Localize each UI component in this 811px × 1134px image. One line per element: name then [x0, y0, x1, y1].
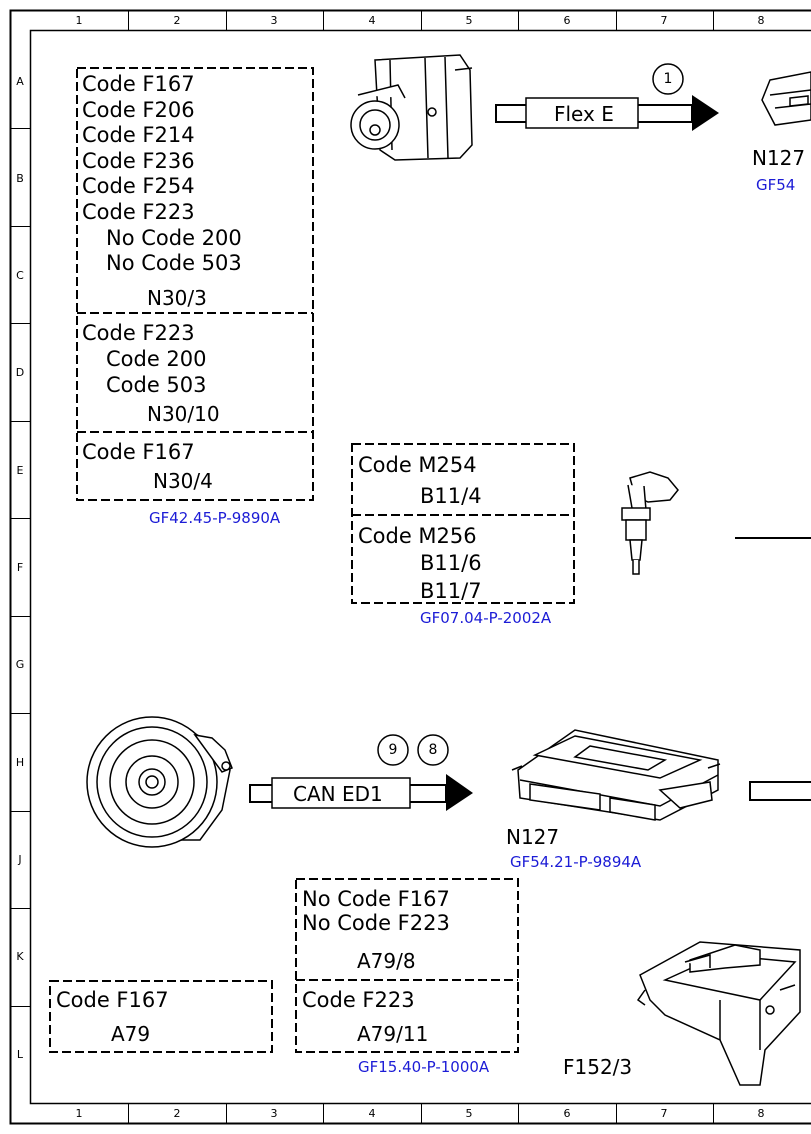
reference-link-b11[interactable]: GF07.04-P-2002A	[420, 609, 552, 627]
flex-e-arrow	[495, 63, 719, 131]
hydraulic-unit-illustration	[350, 54, 473, 161]
column-label: 1	[75, 1107, 83, 1120]
row-label: K	[16, 950, 24, 963]
column-label: 4	[368, 1107, 376, 1120]
box-b11-group	[351, 443, 575, 604]
column-label: 3	[270, 1107, 278, 1120]
code-label: Code 200	[106, 347, 207, 371]
column-label: 7	[660, 14, 668, 27]
code-label: No Code 503	[106, 251, 242, 275]
row-label: B	[16, 172, 24, 185]
row-label: H	[15, 756, 25, 769]
column-label: 8	[757, 1107, 765, 1120]
row-label: G	[15, 658, 25, 671]
inner-frame	[29, 29, 811, 1105]
left-row-ticks	[10, 128, 30, 1007]
column-label: 2	[173, 1107, 181, 1120]
component-label-f152-3: F152/3	[563, 1055, 633, 1079]
reference-link-n127[interactable]: GF54.21-P-9894A	[510, 853, 642, 871]
can-ed1-arrow	[249, 734, 473, 811]
code-label: Code F167	[82, 440, 195, 464]
column-label: 5	[465, 1107, 473, 1120]
reference-link-a79[interactable]: GF15.40-P-1000A	[358, 1058, 490, 1076]
column-label: 1	[75, 14, 83, 27]
connector-badge: 9	[388, 742, 398, 758]
reference-link-n30[interactable]: GF42.45-P-9890A	[149, 509, 281, 527]
column-label: 2	[173, 14, 181, 27]
flex-e-bus-label: Flex E	[554, 102, 614, 126]
fuse-box-illustration	[636, 941, 801, 1086]
box-n30-group	[76, 67, 314, 501]
column-label: 3	[270, 14, 278, 27]
code-label: Code F223	[82, 200, 195, 224]
component-label-n30-10: N30/10	[147, 402, 220, 426]
code-label: Code F214	[82, 123, 195, 147]
code-label: Code M254	[358, 453, 477, 477]
dashed-boxes	[49, 67, 575, 1053]
column-label: 8	[757, 14, 765, 27]
code-label: Code F206	[82, 98, 195, 122]
can-ed1-bus-label: CAN ED1	[293, 782, 383, 806]
connector-badge: 1	[663, 71, 673, 87]
code-label: Code F223	[302, 988, 415, 1012]
component-label-a79-11: A79/11	[357, 1022, 429, 1046]
component-label-b11-7: B11/7	[420, 579, 482, 603]
right-bus-stub	[749, 781, 811, 801]
row-label: F	[16, 561, 24, 574]
row-label: A	[16, 75, 24, 88]
code-label: Code F167	[56, 988, 169, 1012]
column-label: 6	[563, 14, 571, 27]
code-label: Code 503	[106, 373, 207, 397]
code-label: Code F167	[82, 72, 195, 96]
component-label-a79: A79	[111, 1022, 151, 1046]
component-label-n127-top: N127	[752, 146, 806, 170]
row-label: D	[15, 366, 25, 379]
component-label-b11-6: B11/6	[420, 551, 482, 575]
top-column-ticks	[128, 10, 714, 30]
code-label: Code F254	[82, 174, 195, 198]
code-label: No Code F223	[302, 911, 450, 935]
row-label: E	[16, 464, 24, 477]
row-label: C	[16, 269, 24, 282]
temperature-sensor-illustration	[621, 471, 679, 575]
box-a79	[49, 980, 273, 1053]
component-label-n30-4: N30/4	[153, 469, 213, 493]
code-label: No Code 200	[106, 226, 242, 250]
component-label-b11-4: B11/4	[420, 484, 482, 508]
column-label: 5	[465, 14, 473, 27]
code-label: No Code F167	[302, 887, 450, 911]
component-label-n30-3: N30/3	[147, 286, 207, 310]
connector-badge: 8	[428, 742, 438, 758]
reference-link-gf54[interactable]: GF54	[756, 176, 796, 194]
row-label: L	[16, 1048, 24, 1061]
row-label: J	[18, 853, 22, 866]
outer-frame	[9, 9, 811, 1125]
component-label-n127: N127	[506, 825, 560, 849]
code-label: Code M256	[358, 524, 477, 548]
component-label-a79-8: A79/8	[357, 949, 416, 973]
n127-unit-partial-illustration	[761, 71, 811, 126]
bottom-column-ticks	[128, 1103, 714, 1124]
box-a79-group	[295, 878, 519, 1053]
column-label: 7	[660, 1107, 668, 1120]
column-label: 4	[368, 14, 376, 27]
code-label: Code F236	[82, 149, 195, 173]
ignition-switch-illustration	[86, 716, 233, 848]
column-label: 6	[563, 1107, 571, 1120]
n127-control-unit-illustration	[511, 729, 721, 821]
code-label: Code F223	[82, 321, 195, 345]
